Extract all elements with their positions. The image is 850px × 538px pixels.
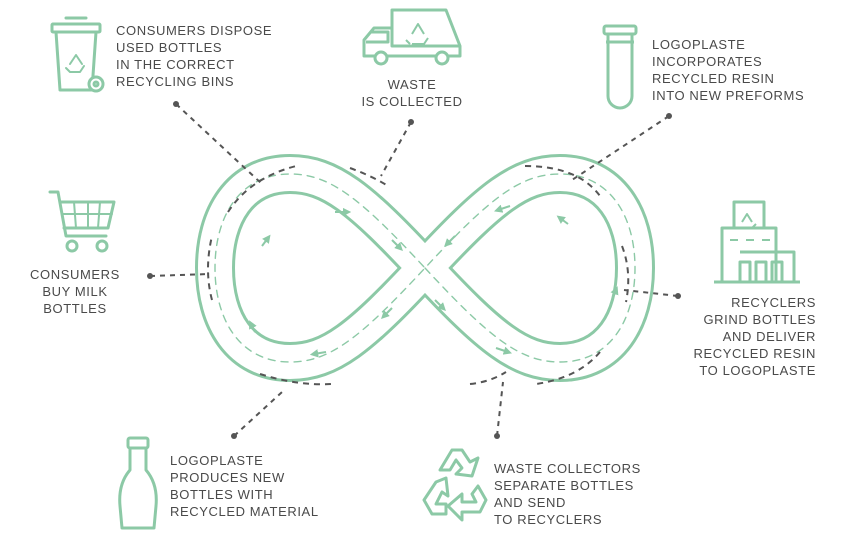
connector-dot [666,113,672,119]
arrow-icon [556,215,569,225]
connector-dot [173,101,179,107]
arrow-icon [249,320,257,333]
label-line: WASTE [387,77,437,92]
arrow-icon [261,234,271,247]
label-line: RECYCLED MATERIAL [170,504,319,519]
outer-arc [207,235,213,301]
connector-dots [147,101,681,439]
infinity-loop [195,154,655,382]
label-line: INCORPORATES [652,54,763,69]
label-line: RECYCLERS [731,295,816,310]
label-collected: WASTE IS COLLECTED [352,76,472,110]
outer-arc [535,351,601,385]
recycle-arrows-icon [422,448,488,522]
outer-dashed-arcs [207,165,630,386]
label-line: AND SEND [494,495,566,510]
label-line: SEPARATE BOTTLES [494,478,634,493]
arrow-icon [444,235,456,247]
label-separate: WASTE COLLECTORS SEPARATE BOTTLES AND SE… [494,460,641,528]
outer-arc [621,245,630,303]
arrow-icon [391,239,403,251]
label-line: BUY MILK [42,284,108,299]
label-line: IN THE CORRECT [116,57,235,72]
label-produces: LOGOPLASTE PRODUCES NEW BOTTLES WITH REC… [170,452,319,520]
recycling-factory-icon [714,200,800,284]
infinity-lane-dashes [214,173,636,363]
arrow-icon [381,307,393,319]
connector-dot [494,433,500,439]
label-buy: CONSUMERS BUY MILK BOTTLES [20,266,130,317]
recycling-bin-icon [50,16,105,93]
outer-arc [469,371,507,385]
connector-produces [233,391,283,437]
label-line: TO RECYCLERS [494,512,603,527]
label-line: PRODUCES NEW [170,470,285,485]
label-line: BOTTLES [43,301,107,316]
label-recyclers: RECYCLERS GRIND BOTTLES AND DELIVER RECY… [676,294,816,379]
connector-separate [496,381,504,437]
connector-buy [149,273,211,277]
label-line: RECYCLED RESIN [693,346,816,361]
label-dispose: CONSUMERS DISPOSE USED BOTTLES IN THE CO… [116,22,272,90]
milk-bottle-icon [118,436,158,530]
label-line: USED BOTTLES [116,40,223,55]
connector-lines [149,103,679,437]
label-line: WASTE COLLECTORS [494,461,641,476]
arrow-icon [495,346,512,355]
outer-arc [349,167,389,187]
label-line: TO LOGOPLASTE [699,363,816,378]
garbage-truck-icon [362,8,462,66]
label-line: LOGOPLASTE [170,453,264,468]
label-line: BOTTLES WITH [170,487,274,502]
arrow-icon [494,204,511,213]
connector-dot [231,433,237,439]
connector-dot [408,119,414,125]
label-line: RECYCLED RESIN [652,71,775,86]
label-line: CONSUMERS DISPOSE [116,23,273,38]
label-line: IS COLLECTED [361,94,463,109]
label-line: LOGOPLASTE [652,37,746,52]
arrow-icon [309,349,327,358]
preform-tube-icon [602,24,638,110]
outer-arc [524,165,601,197]
shopping-cart-icon [48,190,116,253]
label-preforms: LOGOPLASTE INCORPORATES RECYCLED RESIN I… [652,36,804,104]
connector-dot [675,293,681,299]
label-line: AND DELIVER [722,329,816,344]
connector-dot [147,273,153,279]
connector-collected [380,121,412,177]
label-line: CONSUMERS [30,267,120,282]
outer-arc [259,373,333,386]
label-line: GRIND BOTTLES [703,312,816,327]
label-line: RECYCLING BINS [116,74,235,89]
direction-arrows [249,204,619,358]
arrow-icon [610,286,619,301]
label-line: INTO NEW PREFORMS [652,88,805,103]
arrow-icon [434,299,446,311]
